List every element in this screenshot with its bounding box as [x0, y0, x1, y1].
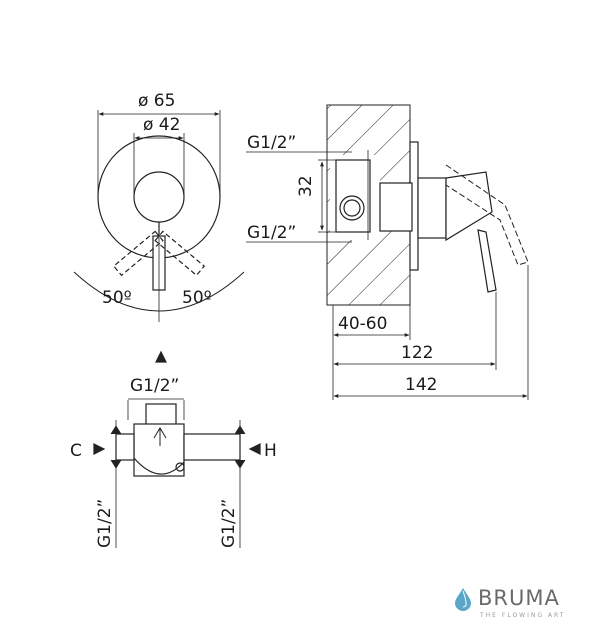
brand-tagline: THE FLOWING ART — [480, 612, 566, 619]
dim-length-total-label: 142 — [405, 375, 437, 395]
brand-logo: BRUMA THE FLOWING ART — [452, 584, 592, 624]
side-view — [246, 104, 529, 400]
outlet-arrow-up — [155, 350, 167, 363]
mixer-body — [417, 177, 447, 239]
thread-bottom-label: G1/2” — [247, 223, 296, 243]
bottom-view — [93, 350, 261, 548]
dim-wall-depth-label: 40-60 — [338, 314, 387, 334]
thread-outlet-label: G1/2” — [130, 376, 179, 396]
inlet-cold-label: C — [70, 441, 82, 461]
front-view-labels: ø 65 ø 42 50º 50º — [102, 91, 212, 308]
water-drop-icon — [455, 588, 471, 611]
side-view-labels: G1/2” G1/2” 32 40-60 122 142 — [247, 133, 437, 395]
dim-height-label: 32 — [296, 175, 316, 197]
inlet-pipe-right — [183, 433, 241, 461]
inlet-pipe-left — [115, 433, 135, 461]
outlet-stub — [145, 403, 177, 427]
inner-body — [133, 171, 185, 223]
thread-right-label: G1/2” — [219, 499, 239, 548]
thread-top-label: G1/2” — [247, 133, 296, 153]
dim-inner-diameter: ø 42 — [143, 115, 180, 135]
cold-arrow — [93, 443, 106, 455]
side-lever — [445, 171, 493, 242]
angle-right-label: 50º — [182, 288, 212, 308]
thread-left-label: G1/2” — [95, 499, 115, 548]
dim-outer-diameter: ø 65 — [138, 91, 175, 111]
bottom-view-labels: G1/2” C H G1/2” G1/2” — [70, 376, 277, 548]
front-view — [73, 110, 245, 322]
spindle — [379, 182, 413, 232]
inlet-hot-label: H — [264, 441, 277, 461]
dim-length-short-label: 122 — [401, 343, 433, 363]
angle-left-label: 50º — [102, 288, 132, 308]
brand-name: BRUMA — [478, 586, 560, 610]
hot-arrow — [248, 443, 261, 455]
